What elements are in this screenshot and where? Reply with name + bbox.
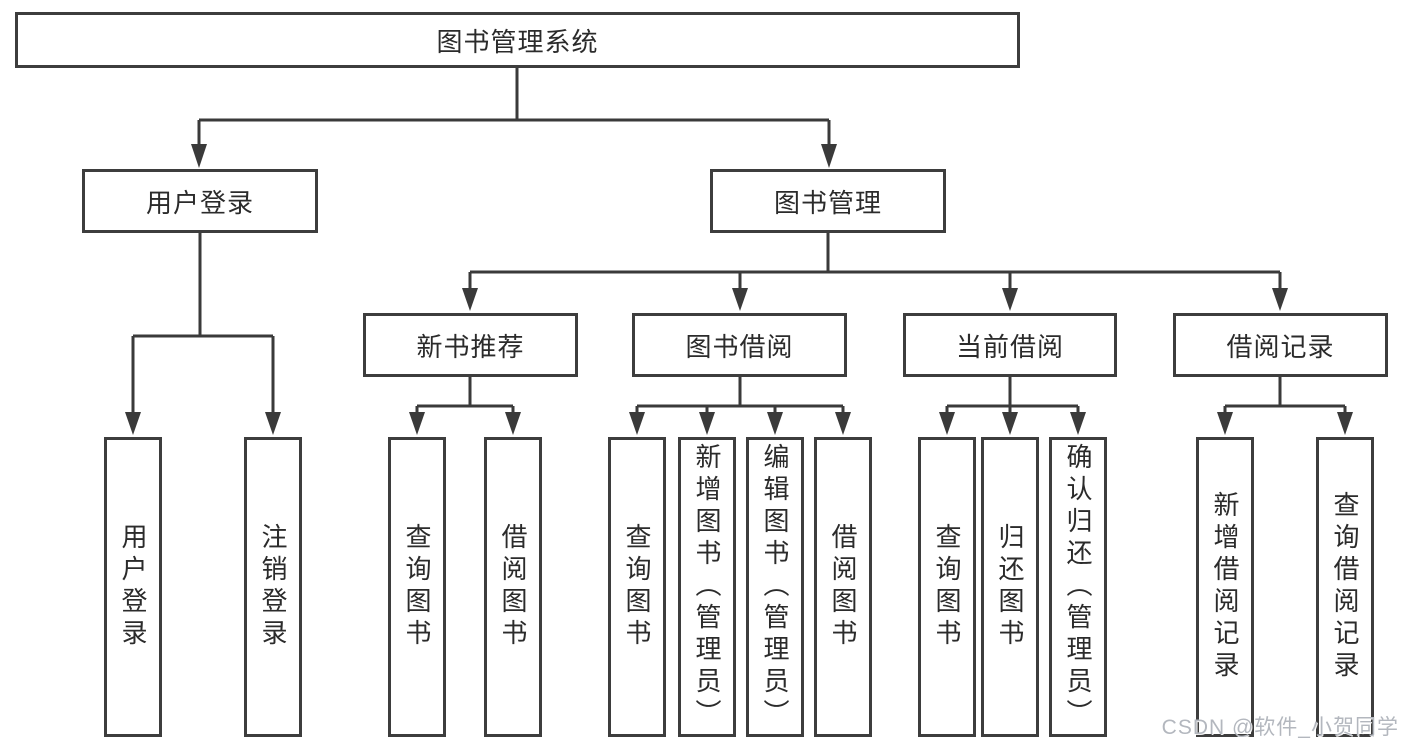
leaf-edit-book-admin: 编辑图书（管理员） [746,437,804,737]
leaf-query-books-current: 查询图书 [918,437,976,737]
node-label: 新书推荐 [416,331,525,362]
leaf-label: 新增借阅记录 [1210,491,1240,683]
arrowheads [125,144,1353,435]
node-label: 图书借阅 [685,331,794,362]
leaf-logout: 注销登录 [244,437,302,737]
leaf-add-borrow-record: 新增借阅记录 [1196,437,1254,737]
leaf-label: 用户登录 [118,523,148,651]
node-current-borrowing: 当前借阅 [903,313,1117,377]
leaf-label: 归还图书 [995,523,1025,651]
watermark: CSDN @软件_小贺同学 [1161,716,1399,739]
leaf-label: 确认归还（管理员） [1063,443,1093,731]
leaf-label: 借阅图书 [498,523,528,651]
node-user-login: 用户登录 [82,169,318,233]
leaf-label: 借阅图书 [828,523,858,651]
leaf-add-book-admin: 新增图书（管理员） [678,437,736,737]
leaf-label: 查询图书 [932,523,962,651]
leaf-user-login: 用户登录 [104,437,162,737]
node-book-borrowing: 图书借阅 [632,313,847,377]
node-label: 图书管理系统 [436,26,599,57]
leaf-borrow-books-new-rec: 借阅图书 [484,437,542,737]
leaf-label: 查询图书 [622,523,652,651]
leaf-query-books-new-rec: 查询图书 [388,437,446,737]
node-label: 用户登录 [145,187,254,218]
leaf-label: 注销登录 [258,523,288,651]
leaf-label: 查询借阅记录 [1330,491,1360,683]
node-book-management: 图书管理 [710,169,946,233]
node-library-management-system: 图书管理系统 [15,12,1020,68]
leaf-label: 编辑图书（管理员） [760,443,790,731]
node-borrowing-records: 借阅记录 [1173,313,1388,377]
leaf-query-borrow-record: 查询借阅记录 [1316,437,1374,737]
leaf-borrow-books-borrowing: 借阅图书 [814,437,872,737]
node-new-book-recommendation: 新书推荐 [363,313,578,377]
node-label: 借阅记录 [1226,331,1335,362]
leaf-query-books-borrowing: 查询图书 [608,437,666,737]
leaf-label: 新增图书（管理员） [692,443,722,731]
node-label: 当前借阅 [955,331,1064,362]
leaf-label: 查询图书 [402,523,432,651]
leaf-return-book: 归还图书 [981,437,1039,737]
node-label: 图书管理 [773,187,882,218]
leaf-confirm-return-admin: 确认归还（管理员） [1049,437,1107,737]
